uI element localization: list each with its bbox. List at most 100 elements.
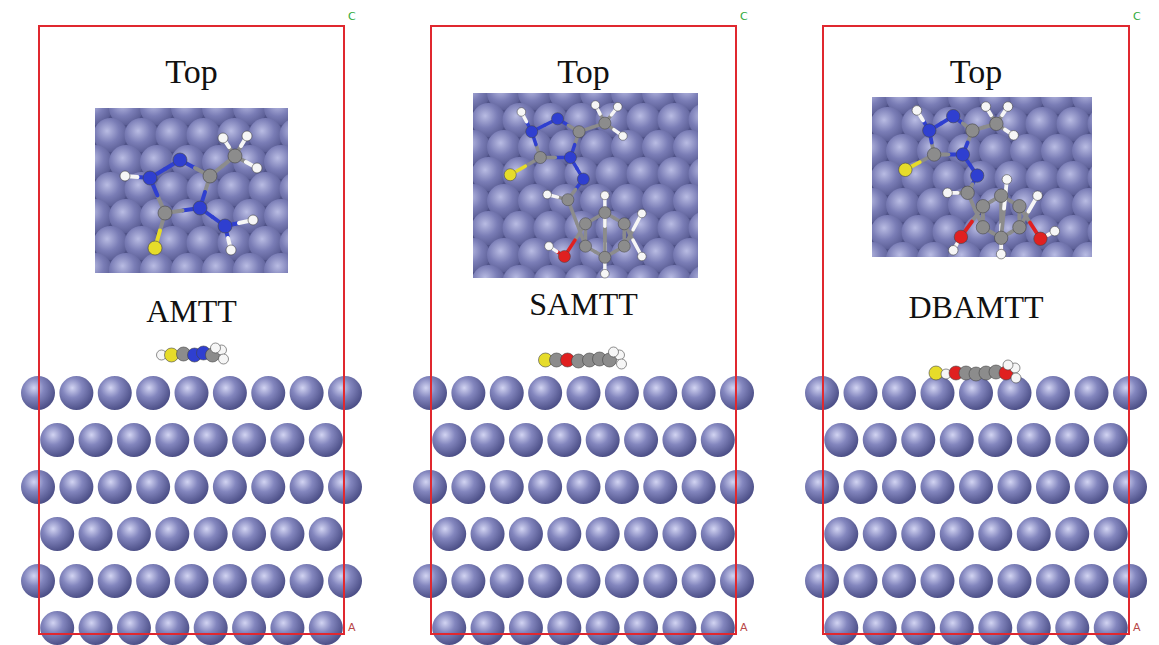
metal-atom bbox=[528, 470, 562, 504]
atom bbox=[248, 215, 258, 225]
atom bbox=[526, 126, 538, 138]
metal-atom bbox=[1017, 611, 1051, 645]
metal-atom bbox=[509, 517, 543, 551]
metal-atom bbox=[1036, 564, 1070, 598]
molecule-top bbox=[504, 101, 646, 278]
metal-atom bbox=[251, 376, 285, 410]
atom bbox=[579, 240, 591, 252]
atom bbox=[976, 200, 989, 213]
metal-atom bbox=[117, 517, 151, 551]
metal-atom bbox=[643, 470, 677, 504]
metal-atom bbox=[40, 423, 74, 457]
top-view-inset bbox=[824, 53, 1153, 276]
top-view-inset bbox=[425, 49, 754, 299]
molecule-top bbox=[899, 102, 1060, 259]
atom bbox=[242, 131, 252, 141]
atom bbox=[638, 209, 647, 218]
inset-ground bbox=[872, 97, 1092, 257]
atom bbox=[961, 186, 974, 199]
metal-atom bbox=[1036, 376, 1070, 410]
atom bbox=[591, 101, 600, 110]
surface-atom bbox=[534, 265, 568, 278]
molecule-name: AMTT bbox=[40, 293, 343, 330]
metal-atom bbox=[309, 423, 343, 457]
atom bbox=[211, 343, 221, 353]
metal-atom bbox=[432, 423, 466, 457]
atom bbox=[545, 242, 554, 251]
metal-atom bbox=[509, 611, 543, 645]
metal-atom bbox=[1017, 423, 1051, 457]
metal-atom bbox=[567, 470, 601, 504]
molecule-side bbox=[929, 360, 1021, 383]
view-label: Top bbox=[432, 52, 735, 91]
metal-atom bbox=[213, 376, 247, 410]
metal-atom bbox=[528, 376, 562, 410]
surface-atom bbox=[886, 242, 920, 257]
metal-atom bbox=[1113, 470, 1147, 504]
atom bbox=[252, 163, 262, 173]
molecule-top bbox=[120, 131, 262, 255]
metal-atom bbox=[328, 564, 362, 598]
atom bbox=[158, 206, 172, 220]
metal-atom bbox=[175, 470, 209, 504]
atom bbox=[601, 191, 610, 200]
atom bbox=[193, 201, 207, 215]
panel-box: TopDBAMTT bbox=[822, 25, 1130, 635]
atom bbox=[1009, 131, 1019, 141]
metal-atom bbox=[194, 517, 228, 551]
axis-label: C bbox=[348, 11, 356, 22]
metal-atom bbox=[863, 423, 897, 457]
surface-atom bbox=[565, 265, 599, 278]
metal-atom bbox=[509, 423, 543, 457]
atom bbox=[564, 152, 576, 164]
atom bbox=[504, 169, 516, 181]
atom bbox=[218, 133, 228, 143]
atom bbox=[990, 117, 1003, 130]
surface-atom bbox=[503, 265, 537, 278]
surface-atom bbox=[109, 253, 143, 273]
axis-label: C bbox=[1133, 11, 1141, 22]
metal-atom bbox=[432, 611, 466, 645]
metal-atom bbox=[79, 611, 113, 645]
metal-atom bbox=[547, 611, 581, 645]
metal-atom bbox=[98, 376, 132, 410]
atom bbox=[534, 152, 546, 164]
metal-atom bbox=[882, 564, 916, 598]
surface-atom bbox=[596, 265, 630, 278]
metal-atom bbox=[701, 423, 735, 457]
metal-atom bbox=[432, 517, 466, 551]
atom bbox=[912, 106, 922, 116]
metal-atom bbox=[194, 611, 228, 645]
metal-atom bbox=[643, 376, 677, 410]
metal-atom bbox=[863, 517, 897, 551]
metal-atom bbox=[490, 564, 524, 598]
atom bbox=[148, 241, 162, 255]
surface-atom bbox=[658, 265, 692, 278]
metal-atom bbox=[175, 564, 209, 598]
metal-atom bbox=[1055, 423, 1089, 457]
metal-atom bbox=[1075, 376, 1109, 410]
surface-atom bbox=[1072, 242, 1092, 257]
metal-atom bbox=[290, 564, 324, 598]
atom bbox=[943, 188, 953, 198]
axis-label: A bbox=[1133, 622, 1141, 633]
atom bbox=[599, 117, 611, 129]
atom bbox=[543, 190, 552, 199]
atom bbox=[120, 171, 130, 181]
atom bbox=[218, 219, 232, 233]
atom bbox=[599, 251, 611, 263]
metal-atom bbox=[136, 376, 170, 410]
metal-atom bbox=[98, 564, 132, 598]
metal-atom bbox=[213, 564, 247, 598]
metal-atom bbox=[117, 611, 151, 645]
atom bbox=[552, 113, 564, 125]
atom bbox=[923, 124, 936, 137]
metal-atom bbox=[959, 564, 993, 598]
metal-atom bbox=[232, 517, 266, 551]
metal-atom bbox=[98, 470, 132, 504]
axis-label: A bbox=[348, 622, 356, 633]
metal-atom bbox=[605, 564, 639, 598]
atom bbox=[219, 354, 229, 364]
metal-atom bbox=[251, 470, 285, 504]
inset-ground bbox=[473, 93, 698, 278]
